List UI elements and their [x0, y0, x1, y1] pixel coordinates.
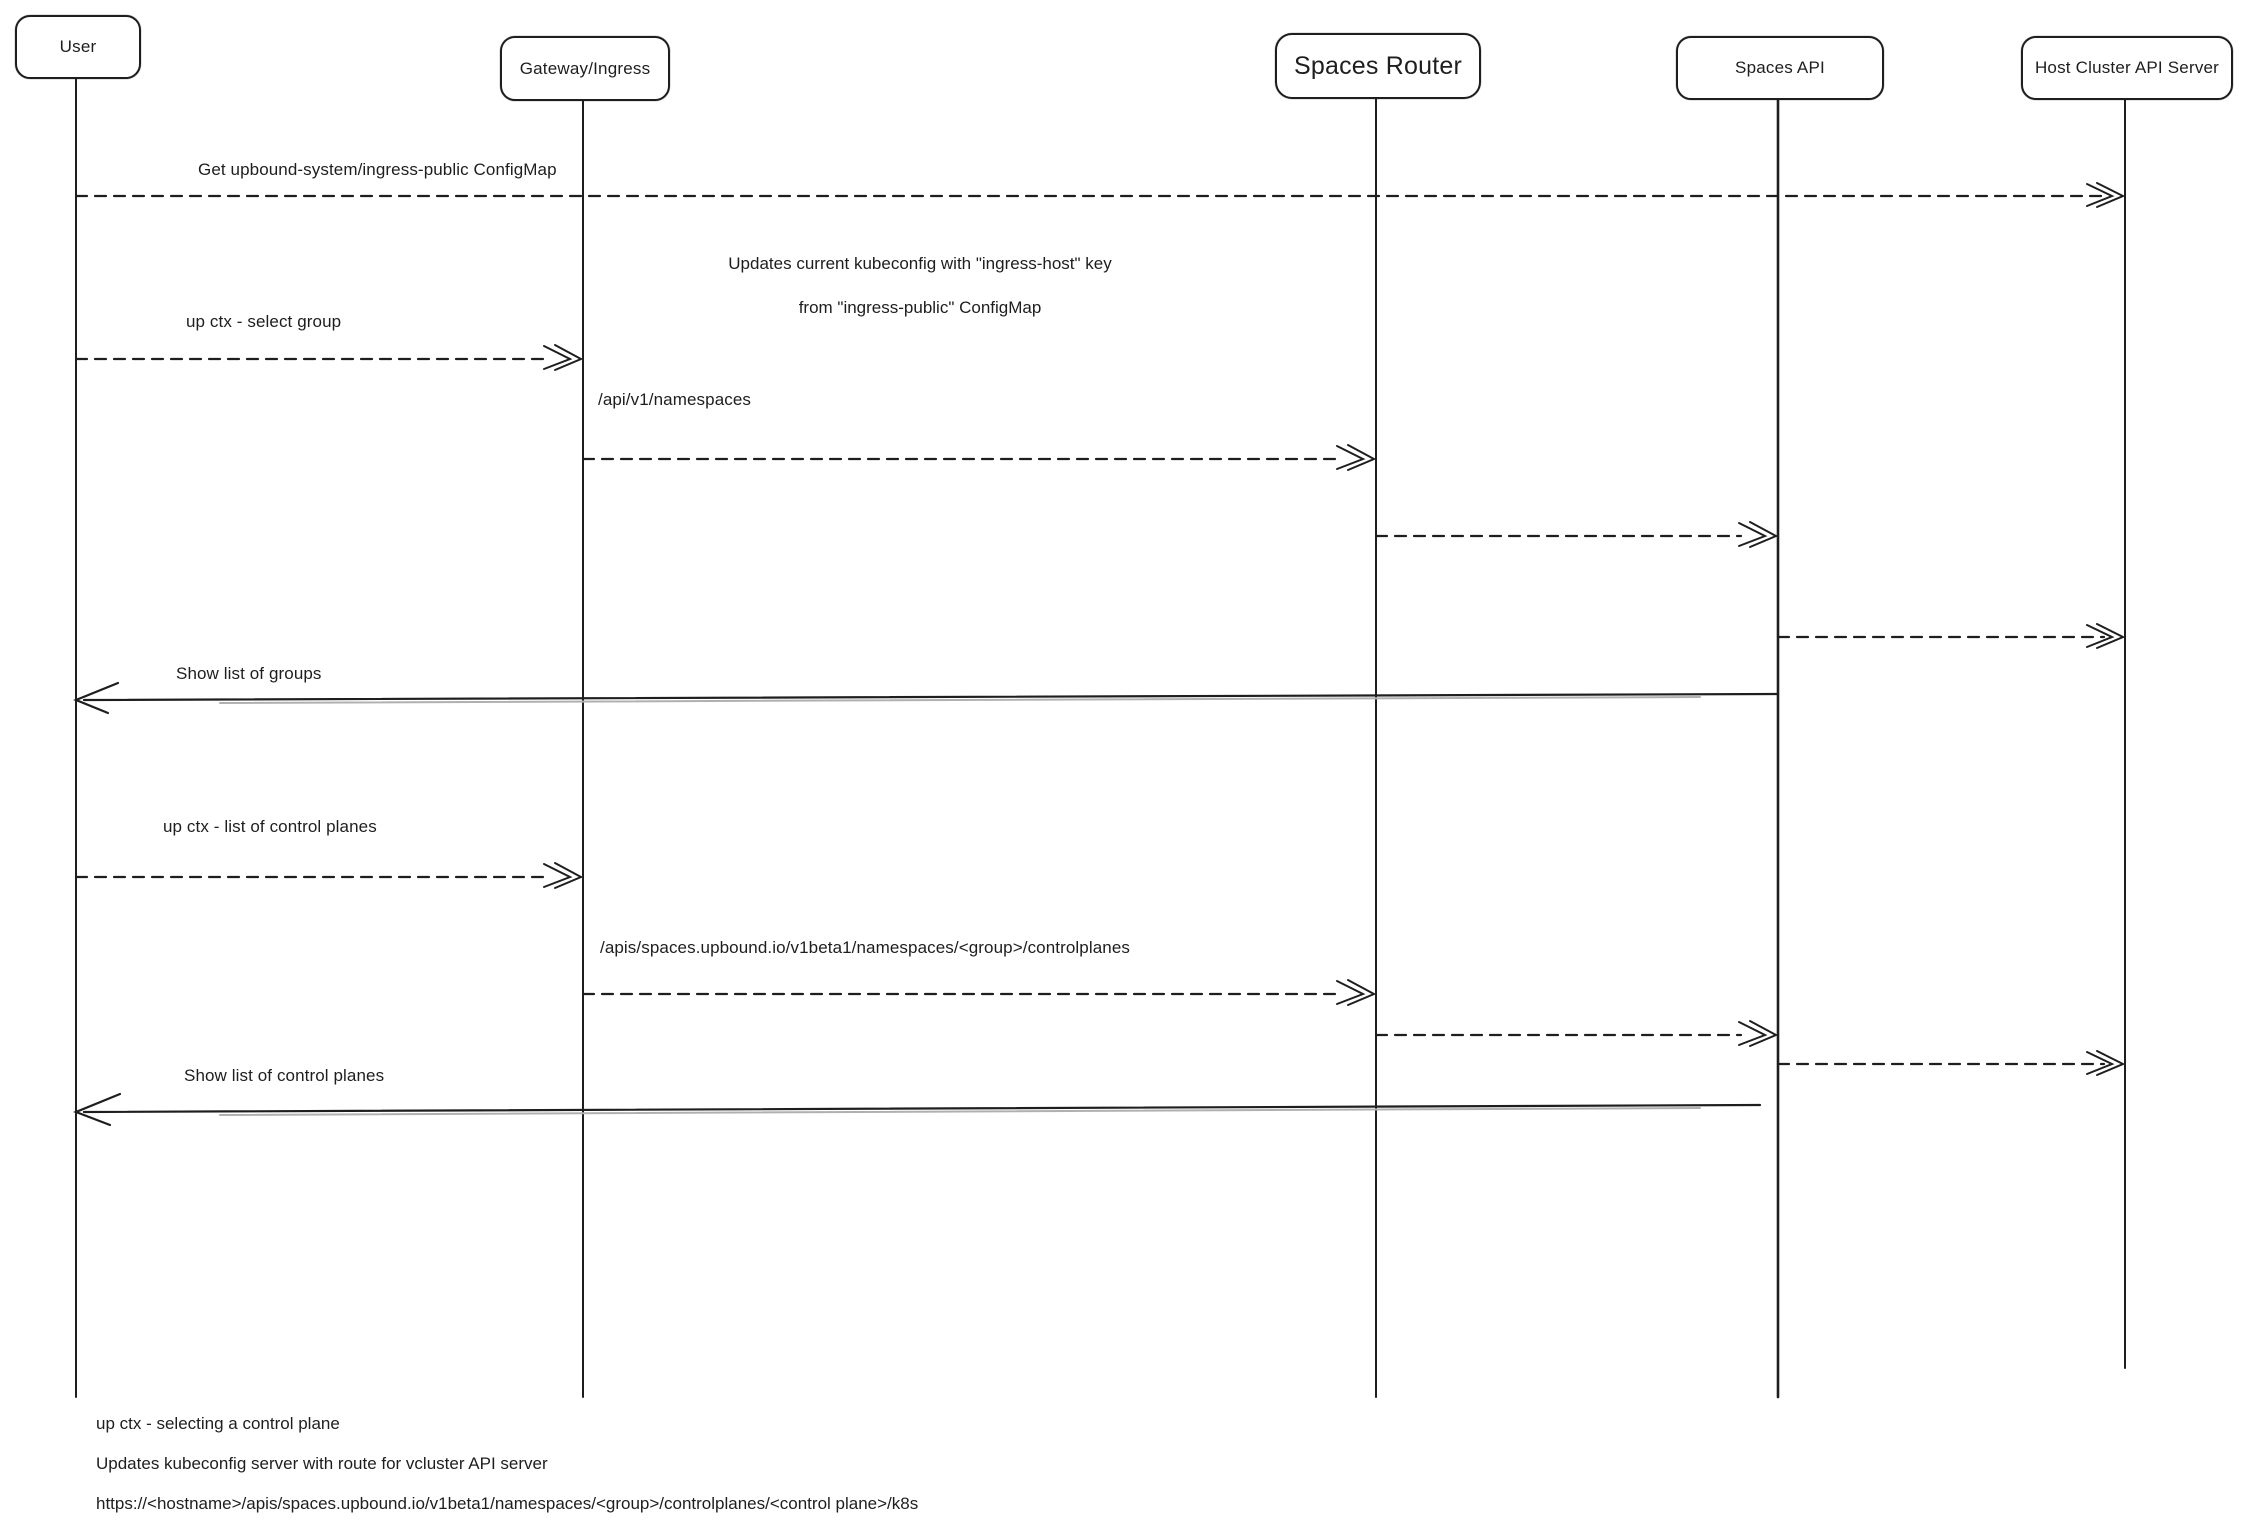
actor-label: Gateway/Ingress	[519, 58, 651, 78]
message-label-up-ctx-list-control-planes: up ctx - list of control planes	[163, 817, 377, 836]
note-line: from "ingress-public" ConfigMap	[798, 298, 1042, 317]
actor-label: Spaces API	[1735, 58, 1825, 77]
arrow-api-to-host-1	[1776, 623, 2126, 649]
actor-box-host-cluster-api-server: Host Cluster API Server	[2021, 36, 2233, 100]
message-label-show-list-of-control-planes: Show list of control planes	[184, 1066, 385, 1085]
arrow-router-to-api-2	[1374, 1020, 1779, 1047]
actor-label: User	[59, 37, 97, 56]
arrow-api-to-host-2	[1776, 1050, 2126, 1076]
footer-note-selecting-control-plane: up ctx - selecting a control plane	[96, 1414, 340, 1433]
actor-box-spaces-api: Spaces API	[1676, 36, 1884, 100]
arrow-api-v1-namespaces	[581, 444, 1377, 471]
message-label-apis-spaces-controlplanes: /apis/spaces.upbound.io/v1beta1/namespac…	[600, 938, 1130, 957]
message-label-up-ctx-select-group: up ctx - select group	[186, 312, 342, 331]
arrow-get-configmap	[74, 182, 2126, 208]
message-label-get-configmap: Get upbound-system/ingress-public Config…	[198, 160, 557, 179]
footer-note-controlplane-url: https://<hostname>/apis/spaces.upbound.i…	[96, 1494, 919, 1513]
arrow-show-list-of-groups	[73, 681, 1780, 715]
note-updates-kubeconfig: Updates current kubeconfig with "ingress…	[660, 231, 1180, 341]
footer-note-updates-kubeconfig-server: Updates kubeconfig server with route for…	[96, 1454, 548, 1473]
arrow-up-ctx-list-control-planes	[74, 862, 584, 889]
arrow-show-list-of-control-planes	[73, 1092, 1762, 1127]
actor-box-spaces-router: Spaces Router	[1275, 33, 1481, 99]
actor-label: Spaces Router	[1294, 51, 1462, 80]
note-line: Updates current kubeconfig with "ingress…	[728, 254, 1112, 273]
actor-label: Host Cluster API Server	[2034, 58, 2220, 77]
message-label-api-v1-namespaces: /api/v1/namespaces	[598, 390, 751, 409]
arrow-router-to-api-1	[1374, 521, 1779, 548]
actor-box-gateway-ingress: Gateway/Ingress	[500, 36, 670, 101]
actor-box-user: User	[15, 15, 141, 79]
message-label-show-list-of-groups: Show list of groups	[176, 664, 322, 683]
arrow-apis-spaces-controlplanes	[581, 979, 1377, 1006]
arrow-up-ctx-select-group	[74, 344, 584, 371]
